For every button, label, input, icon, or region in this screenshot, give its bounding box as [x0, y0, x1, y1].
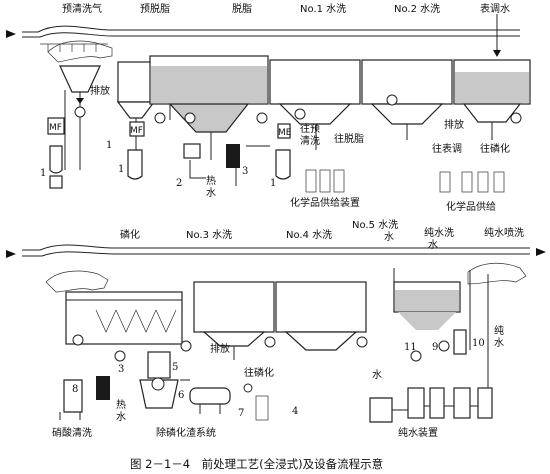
- figure-caption: 图 2－1－4 前处理工艺(全浸式)及设备流程示意: [130, 457, 383, 471]
- number-label: 7: [238, 408, 244, 419]
- pump-icon: [74, 106, 86, 118]
- label-water-in: 水: [372, 369, 382, 381]
- mf-label: MF: [130, 126, 143, 136]
- pump-icon: [410, 350, 422, 362]
- number-label: 3: [118, 364, 124, 375]
- label-pre-clean: 预清洗气: [62, 2, 102, 15]
- label-chem-supply-1: 化学品供给装置: [290, 196, 360, 209]
- mf-filter: [183, 143, 201, 159]
- number-label: 1: [270, 178, 276, 189]
- motor-icon: [151, 377, 165, 391]
- label-pure-spray: 纯水喷洗: [484, 226, 524, 239]
- label-rinse-5: No.5 水洗: [352, 219, 398, 231]
- mf-filter: [129, 121, 145, 137]
- label-phosphate: 磷化: [120, 228, 140, 241]
- pump-icon: [438, 340, 450, 352]
- down-arrow-icon: [76, 98, 84, 104]
- label-hot-water: 水: [206, 187, 216, 199]
- me-label: ME: [278, 128, 292, 138]
- cartridge-filter: [275, 149, 291, 180]
- number-label: 3: [242, 166, 248, 177]
- pump-icon: [356, 336, 368, 348]
- label-chem-supply-2: 化学品供给: [446, 200, 496, 213]
- entry-arrow-icon: [6, 30, 16, 38]
- valve-icon: [243, 383, 253, 393]
- number-label: 1: [118, 164, 124, 175]
- number-label: 2: [176, 178, 182, 189]
- label-sludge-system: 除磷化渣系统: [156, 426, 216, 439]
- heater-tank: [226, 144, 240, 168]
- label-degrease: 脱脂: [232, 2, 252, 15]
- label-discharge: 排放: [90, 84, 110, 97]
- number-label: 11: [404, 342, 417, 353]
- number-label: 8: [72, 384, 78, 395]
- bottom-process-line: [6, 244, 546, 423]
- label-to-pre-rinse: 清洗: [300, 134, 320, 147]
- label-hot-water: 热: [116, 398, 126, 411]
- pump-icon: [180, 340, 192, 352]
- pump-icon: [510, 112, 522, 124]
- filter-tank: [63, 379, 83, 413]
- label-rinse-4: No.4 水洗: [286, 229, 332, 241]
- car-body-icon: [47, 40, 113, 63]
- number-label: 6: [178, 390, 184, 401]
- number-label: 1: [40, 168, 46, 179]
- label-water: 水: [384, 231, 394, 243]
- label-to-degrease: 往脱脂: [334, 132, 364, 145]
- number-label: 10: [472, 338, 485, 349]
- me-filter: [277, 123, 291, 139]
- label-pure-plant: 纯水装置: [398, 426, 438, 439]
- cartridge-filter: [49, 145, 63, 174]
- label-pure-water: 水: [428, 239, 438, 251]
- pump-icon: [264, 336, 276, 348]
- pump-icon: [72, 334, 84, 346]
- exit-arrow-icon: [536, 248, 546, 256]
- number-label: 5: [172, 362, 178, 373]
- label-hot-water: 水: [116, 411, 126, 423]
- mf-filter: [47, 117, 65, 135]
- label-discharge: 排放: [444, 118, 464, 131]
- label-pure-water: 纯: [494, 324, 504, 337]
- entry-arrow-icon: [6, 250, 16, 258]
- number-label: 4: [292, 406, 298, 417]
- mf-label: MF: [49, 123, 62, 133]
- pump-icon: [154, 112, 166, 124]
- heater-tank: [96, 376, 110, 400]
- label-pre-degrease: 预脱脂: [140, 2, 170, 15]
- settling-tank: [147, 351, 171, 379]
- pump-icon: [184, 112, 196, 124]
- label-rinse-3: No.3 水洗: [186, 229, 232, 241]
- cartridge-filter: [453, 329, 467, 355]
- car-body-icon: [467, 262, 527, 285]
- label-to-phosphate: 往磷化: [244, 366, 274, 379]
- down-arrow-icon: [493, 50, 501, 57]
- label-to-surface: 往表调: [432, 142, 462, 155]
- label-nitric-clean: 硝酸清洗: [52, 426, 92, 439]
- number-label: 9: [432, 342, 438, 353]
- cartridge-filter: [127, 149, 143, 180]
- beaker: [49, 175, 63, 189]
- label-surface-water: 表调水: [480, 2, 510, 15]
- pump-icon: [294, 108, 306, 120]
- pump-icon: [114, 350, 126, 362]
- pump-icon: [256, 112, 268, 124]
- pump-icon: [386, 94, 398, 106]
- number-label: 1: [106, 140, 112, 151]
- car-body-icon: [45, 270, 109, 293]
- label-rinse-1: No.1 水洗: [300, 3, 346, 15]
- label-discharge: 排放: [210, 342, 230, 355]
- label-rinse-2: No.2 水洗: [394, 3, 440, 15]
- label-to-phosphate: 往磷化: [480, 142, 510, 155]
- label-to-pre-rinse: 往预: [300, 122, 320, 135]
- label-pure-wash: 纯水洗: [424, 226, 454, 239]
- top-process-line: [6, 14, 531, 193]
- label-pure-water: 水: [494, 337, 504, 349]
- label-hot-water: 热: [206, 174, 216, 187]
